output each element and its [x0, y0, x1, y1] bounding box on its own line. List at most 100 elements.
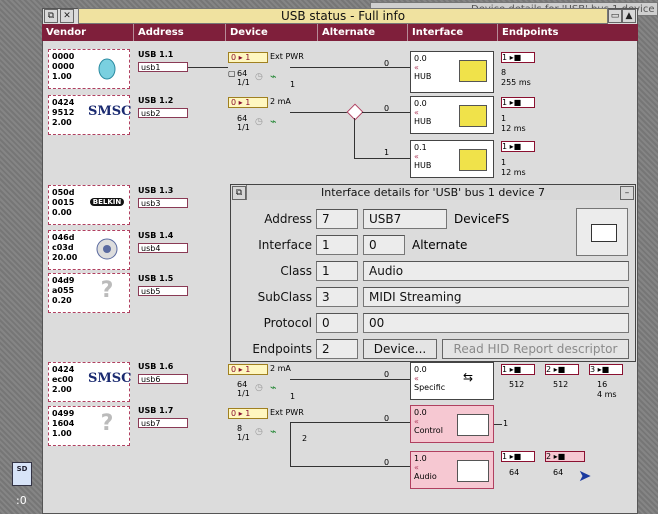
alternate-value: 0: [384, 458, 390, 467]
read-hid-report-button[interactable]: Read HID Report descriptor: [442, 339, 629, 359]
connector-line: [494, 424, 502, 425]
connector-line: [290, 422, 291, 466]
class-name-field: Audio: [363, 261, 629, 281]
interface-number: 0.0: [414, 408, 427, 417]
scroll-icon[interactable]: ▲: [622, 9, 636, 23]
address-label: Address: [264, 212, 312, 226]
packet-size: 8: [237, 424, 243, 433]
device-name-usb5[interactable]: usb5: [138, 286, 188, 296]
endpoint-max: 1: [501, 158, 507, 167]
dialog-title[interactable]: Interface details for 'USB' bus 1 device…: [246, 185, 619, 200]
endpoint-box[interactable]: 2 ▸■: [545, 364, 579, 375]
vendor-box-usb1[interactable]: 0000 0000 1.00: [48, 49, 130, 89]
hub-icon: [459, 60, 487, 82]
packet-size-icon: ▢: [228, 69, 236, 78]
toggle-size-icon[interactable]: –: [620, 186, 634, 200]
alternate-field: 0: [363, 235, 405, 255]
bus-label: USB 1.4: [138, 231, 174, 240]
class-number-field: 1: [316, 261, 358, 281]
interface-hub-2[interactable]: 0.0 « HUB: [410, 96, 494, 134]
version: 1.00: [52, 72, 72, 81]
smsc-logo: SMSC: [88, 104, 132, 119]
window-title[interactable]: USB status - Full info: [78, 8, 608, 24]
back-icon[interactable]: ⧉: [44, 9, 58, 23]
device-name-usb7[interactable]: usb7: [138, 418, 188, 428]
unknown-device-icon: ?: [100, 411, 114, 436]
device-name-usb6[interactable]: usb6: [138, 374, 188, 384]
endpoint-box[interactable]: 1 ▸■: [501, 451, 535, 462]
endpoint-box[interactable]: 1 ▸■: [501, 52, 535, 63]
product-id: 0015: [52, 198, 75, 207]
vendor-box-usb7[interactable]: 0499 1604 1.00: [48, 406, 130, 446]
direction-icon: «: [414, 374, 419, 383]
endpoint-box[interactable]: 1 ▸■: [501, 364, 535, 375]
alternate-value: 0: [384, 370, 390, 379]
device-name-usb3[interactable]: usb3: [138, 198, 188, 208]
interface-hub-1[interactable]: 0.0 « HUB: [410, 51, 494, 93]
direction-icon: «: [414, 63, 419, 72]
class-label: Class: [280, 264, 312, 278]
smsc-logo: SMSC: [88, 371, 132, 386]
device-name-usb1[interactable]: usb1: [138, 62, 188, 72]
endpoint-max: 512: [553, 380, 569, 389]
vendor-box-usb5[interactable]: 04d9 a055 0.20: [48, 273, 130, 313]
vendor-box-usb2[interactable]: 0424 9512 2.00: [48, 95, 130, 135]
device-tag-usb2[interactable]: 0 ▸ 1: [228, 97, 268, 108]
product-id: c03d: [52, 243, 74, 252]
alternate-label: Alternate: [412, 238, 468, 252]
direction-icon: «: [414, 463, 419, 472]
device-button[interactable]: Device...: [363, 339, 437, 359]
direction-icon: «: [414, 152, 419, 161]
vendor-id: 0499: [52, 409, 75, 418]
toggle-size-icon[interactable]: ▭: [608, 9, 622, 23]
close-icon[interactable]: ✕: [60, 9, 74, 23]
vendor-box-usb6[interactable]: 0424 ec00 2.00: [48, 362, 130, 402]
version: 1.00: [52, 429, 72, 438]
endpoint-box-selected[interactable]: 2 ▸■: [545, 451, 585, 462]
interface-hub-3[interactable]: 0.1 « HUB: [410, 140, 494, 178]
endpoint-max: 64: [509, 468, 520, 477]
interface-audio[interactable]: 1.0 « Audio: [410, 451, 494, 489]
packet-size: 64: [237, 69, 248, 78]
vendor-id: 046d: [52, 233, 75, 242]
bus-label: USB 1.3: [138, 186, 174, 195]
interface-number: 0.0: [414, 365, 427, 374]
interface-number: 0.1: [414, 143, 427, 152]
column-device: Device: [226, 24, 318, 41]
device-tag-usb1[interactable]: 0 ▸ 1: [228, 52, 268, 63]
interface-name: Audio: [414, 472, 437, 481]
device-tag-usb6[interactable]: 0 ▸ 1: [228, 364, 268, 375]
interface-number: 0.0: [414, 99, 427, 108]
endpoint-box[interactable]: 1 ▸■: [501, 141, 535, 152]
usb-symbol-icon: ⇆: [463, 370, 474, 384]
device-name-usb2[interactable]: usb2: [138, 108, 188, 118]
interface-specific[interactable]: 0.0 « Specific ⇆: [410, 362, 494, 400]
product-id: ec00: [52, 375, 74, 384]
bus-label: USB 1.5: [138, 274, 174, 283]
endpoints-field: 2: [316, 339, 358, 359]
alternate-value: 0: [384, 59, 390, 68]
hub-icon: [459, 105, 487, 127]
sd-card-icon[interactable]: SD: [8, 462, 34, 492]
address-field: 7: [316, 209, 358, 229]
device-tag-usb7[interactable]: 0 ▸ 1: [228, 408, 268, 419]
vendor-box-usb3[interactable]: 050d 0015 0.00: [48, 185, 130, 225]
endpoint-box[interactable]: 3 ▸■: [589, 364, 623, 375]
bus-label: USB 1.7: [138, 406, 174, 415]
subclass-name-field: MIDI Streaming: [363, 287, 629, 307]
usb-plug-icon: ⌁: [270, 381, 277, 394]
connector-line: [362, 112, 410, 113]
config: 1/1: [237, 123, 250, 132]
device-name-usb4[interactable]: usb4: [138, 243, 188, 253]
back-icon[interactable]: ⧉: [232, 186, 246, 200]
endpoint-box[interactable]: 1 ▸■: [501, 97, 535, 108]
interface-control[interactable]: 0.0 « Control: [410, 405, 494, 443]
interface-label: Interface: [258, 238, 312, 252]
vendor-id: 0000: [52, 52, 75, 61]
bus-label: USB 1.2: [138, 96, 174, 105]
column-alternate: Alternate: [318, 24, 408, 41]
interface-number: 1.0: [414, 454, 427, 463]
address-name-field: USB7: [363, 209, 447, 229]
bus-label: USB 1.6: [138, 362, 174, 371]
connector-line: [290, 112, 354, 113]
